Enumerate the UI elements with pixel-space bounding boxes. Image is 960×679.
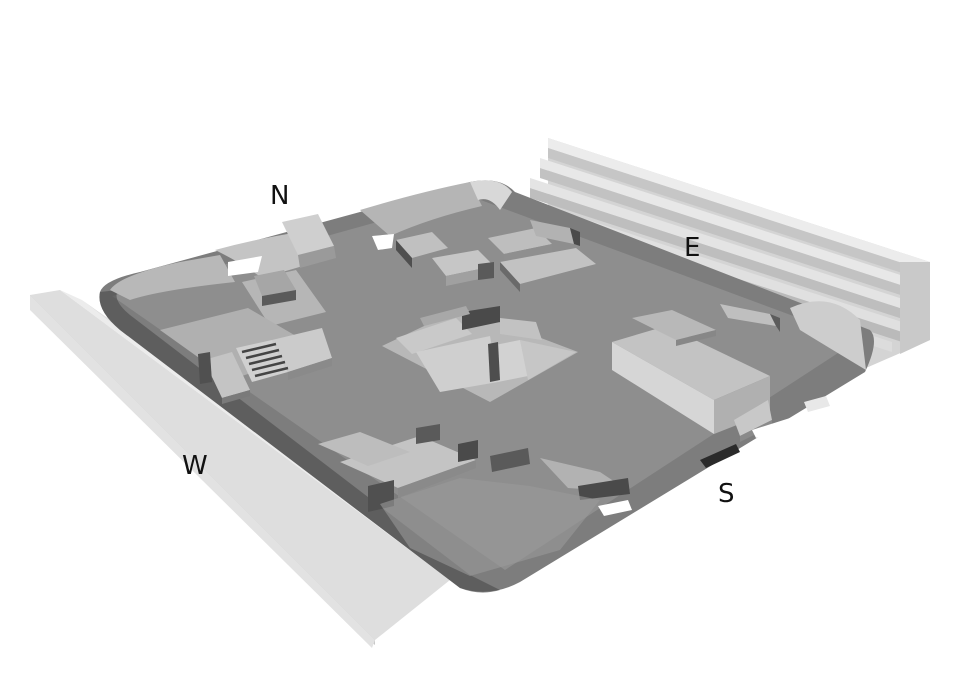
northwest-funbox	[160, 270, 332, 404]
center-pyramid	[382, 306, 578, 402]
compass-west-label: W	[182, 451, 208, 481]
compass-labels: N E S W	[182, 181, 735, 509]
north-quarter-pipes	[110, 180, 512, 300]
compass-south-label: S	[718, 479, 735, 509]
compass-east-label: E	[684, 233, 700, 263]
east-funbox	[612, 301, 866, 442]
compass-north-label: N	[270, 181, 289, 211]
northeast-obstacles	[396, 220, 596, 292]
south-obstacles	[318, 424, 740, 576]
